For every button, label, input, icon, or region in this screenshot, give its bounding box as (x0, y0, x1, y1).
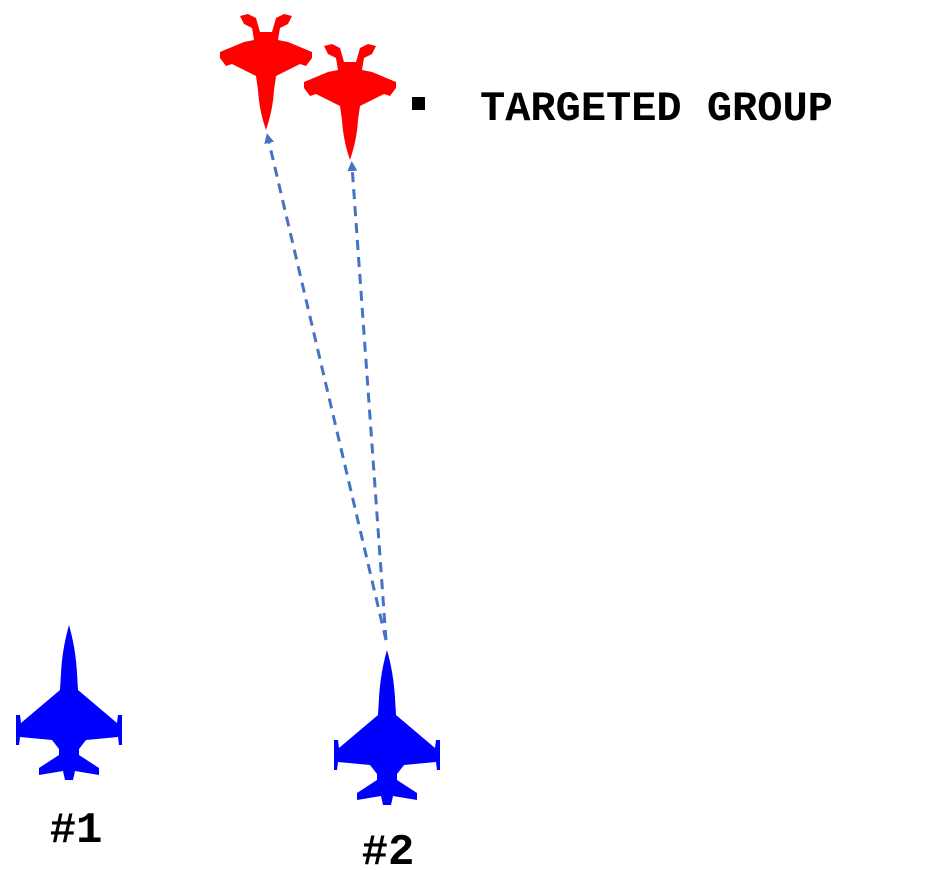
aircraft-label-2: #2 (362, 828, 415, 870)
fighter-jet-icon (220, 14, 312, 130)
hostile-aircraft-h2 (304, 44, 396, 160)
targeting-line-h2 (347, 161, 388, 641)
friendly-aircraft-2 (334, 650, 440, 805)
targeting-line-h1 (264, 133, 388, 641)
legend-bullet (412, 97, 425, 110)
fighter-jet-icon (16, 625, 122, 780)
legend-label: TARGETED GROUP (480, 85, 833, 133)
friendly-aircraft-1 (16, 625, 122, 780)
aircraft-label-1: #1 (50, 806, 103, 856)
fighter-jet-icon (334, 650, 440, 805)
fighter-jet-icon (304, 44, 396, 160)
hostile-aircraft-h1 (220, 14, 312, 130)
